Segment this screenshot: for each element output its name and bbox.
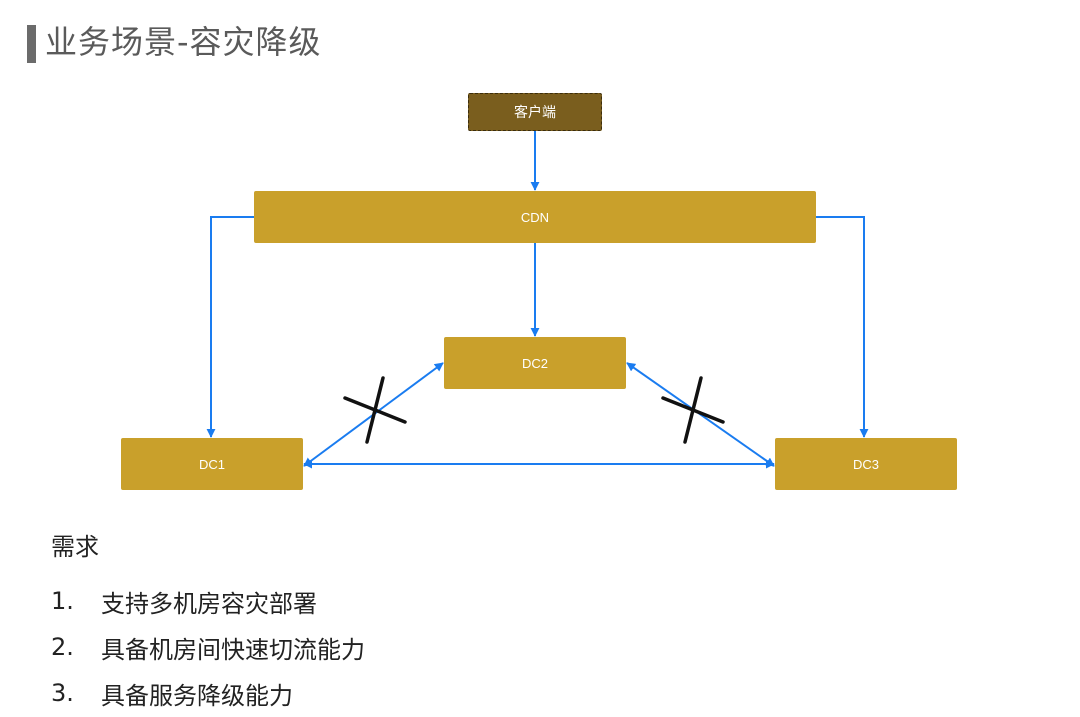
requirement-text: 支持多机房容灾部署 [101,589,317,618]
requirement-item: 3. 具备服务降级能力 [51,670,365,716]
arrow-cdn-dc1 [206,216,254,438]
page-title: 业务场景-容灾降级 [45,23,322,61]
requirement-item: 2. 具备机房间快速切流能力 [51,624,365,670]
client-node: 客户端 [468,93,602,131]
dc2-node: DC2 [444,337,626,389]
cdn-node: CDN [254,191,816,243]
broken-link-cross-icon [661,376,725,444]
dc3-node: DC3 [775,438,957,490]
requirements-heading: 需求 [51,533,99,561]
requirement-item: 1. 支持多机房容灾部署 [51,578,365,624]
broken-link-cross-icon [343,376,407,444]
requirement-number: 1. [51,587,74,615]
requirement-text: 具备服务降级能力 [101,681,293,710]
dc1-node: DC1 [121,438,303,490]
requirement-text: 具备机房间快速切流能力 [101,635,365,664]
arrow-cdn-dc3 [816,216,869,438]
requirements-list: 1. 支持多机房容灾部署 2. 具备机房间快速切流能力 3. 具备服务降级能力 [51,578,365,716]
requirement-number: 2. [51,633,74,661]
title-accent-bar [27,25,36,63]
requirement-number: 3. [51,679,74,707]
